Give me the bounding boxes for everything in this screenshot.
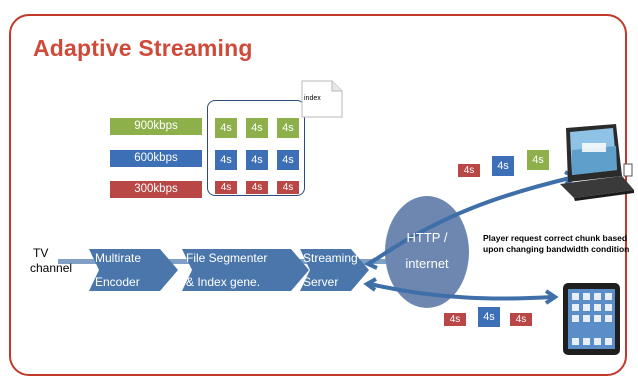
bitrate-label-900: 900kbps xyxy=(110,118,202,135)
delivered-chunk-upper-2: 4s xyxy=(492,156,514,176)
server-label: Streaming Server xyxy=(303,246,358,294)
server-line-1: Streaming xyxy=(303,251,358,265)
server-line-2: Server xyxy=(303,275,339,289)
delivered-chunk-upper-3: 4s xyxy=(527,150,549,170)
chunk-300-1: 4s xyxy=(215,181,237,194)
network-label: HTTP / internet xyxy=(382,225,472,277)
server-stage xyxy=(300,249,369,291)
chunk-300-3: 4s xyxy=(277,181,299,194)
tablet-icon xyxy=(563,283,620,355)
source-line-1: TV xyxy=(33,246,49,260)
encoder-label: Multirate Encoder xyxy=(95,246,141,294)
chunk-300-2: 4s xyxy=(246,181,268,194)
request-arrow-upper xyxy=(370,176,571,264)
source-line-2: channel xyxy=(30,261,73,275)
segmenter-label: File Segmenter & Index gene. xyxy=(186,246,267,294)
chunk-900-1: 4s xyxy=(215,118,237,138)
slide-title: Adaptive Streaming xyxy=(33,35,253,61)
segmenter-line-2: & Index gene. xyxy=(186,275,261,289)
network-oval xyxy=(385,196,469,308)
network-line-1: HTTP / xyxy=(406,230,448,245)
player-request-note: Player request correct chunk based upon … xyxy=(483,233,630,254)
request-arrow-lower xyxy=(369,282,553,301)
delivered-chunk-lower-1: 4s xyxy=(444,313,466,326)
encoder-line-2: Encoder xyxy=(95,275,140,289)
delivered-chunk-upper-1: 4s xyxy=(458,164,480,177)
encoder-line-1: Multirate xyxy=(95,251,142,265)
chunk-600-1: 4s xyxy=(215,150,237,170)
chunk-900-2: 4s xyxy=(246,118,268,138)
segmenter-line-1: File Segmenter xyxy=(186,251,268,265)
bitrate-label-300: 300kbps xyxy=(110,181,202,198)
chunk-600-3: 4s xyxy=(277,150,299,170)
segment-bracket xyxy=(207,100,305,196)
chunk-600-2: 4s xyxy=(246,150,268,170)
index-label: index xyxy=(304,95,321,102)
segmenter-stage xyxy=(182,249,309,291)
delivered-chunk-lower-2: 4s xyxy=(478,307,500,327)
encoder-stage xyxy=(89,249,178,291)
laptop-icon xyxy=(560,124,634,201)
bitrate-label-600: 600kbps xyxy=(110,150,202,167)
network-line-2: internet xyxy=(405,256,449,271)
chunk-900-3: 4s xyxy=(277,118,299,138)
document-icon xyxy=(301,80,343,118)
source-label: TV channel xyxy=(30,246,73,276)
delivered-chunk-lower-3: 4s xyxy=(510,313,532,326)
